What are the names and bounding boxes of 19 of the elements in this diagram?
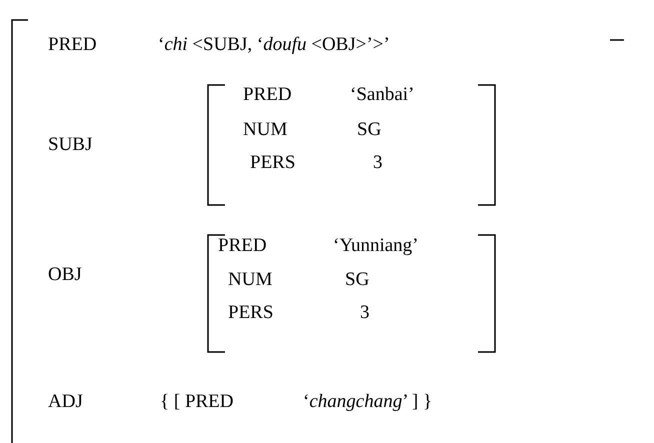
attribute-value: SG <box>357 119 382 141</box>
attribute-name: ADJ <box>48 391 83 413</box>
attribute-name: PRED <box>48 34 97 56</box>
attribute-name: NUM <box>228 269 272 291</box>
attribute-name: OBJ <box>48 264 82 286</box>
attribute-value: 3 <box>360 302 370 324</box>
attribute-name: { [ PRED <box>160 391 234 413</box>
attribute-name: SUBJ <box>48 134 92 156</box>
attribute-name: PERS <box>228 302 274 324</box>
attribute-value: 3 <box>373 152 382 174</box>
attribute-value: SG <box>345 269 370 291</box>
attribute-name: NUM <box>243 119 288 141</box>
attribute-name: PRED <box>218 235 267 257</box>
attribute-name: PRED <box>243 84 292 106</box>
attribute-value: ‘chi <SUBJ, ‘doufu <OBJ>’>’ <box>158 34 390 56</box>
attribute-value: ‘Yunniang’ <box>333 235 418 257</box>
attribute-value: ‘Sanbai’ <box>350 84 414 106</box>
attribute-name: PERS <box>250 152 296 174</box>
attribute-value: ‘changchang’ ] } <box>303 391 432 413</box>
